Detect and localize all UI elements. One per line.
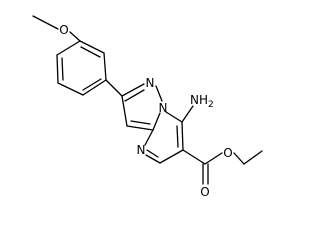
bond-c5-n4 (145, 154, 161, 164)
bond-benzene-4 (57, 82, 84, 96)
bond-c7-c6 (181, 121, 184, 151)
bond-benzene-1 (79, 40, 105, 54)
bond-c2-n1-double (124, 89, 145, 102)
bridgehead-n-label: N (159, 101, 168, 115)
bond-benzene-double-3 (61, 57, 64, 81)
bond-n1-n8 (155, 85, 163, 102)
pyrimidine-n4-label: N (137, 143, 146, 157)
bond-benzene-double-2 (82, 78, 102, 91)
bond-c3-c3a-double (130, 120, 151, 125)
bond-methyl-o (32, 15, 59, 30)
bond-n8-c7 (165, 111, 183, 123)
carbonyl-oxygen-label: O (200, 185, 209, 199)
bond-c6-c5 (159, 149, 184, 164)
bond-benzene-2 (103, 52, 107, 81)
bond-c3-c3a (126, 125, 154, 131)
bond-o-aryl (69, 31, 81, 42)
bond-benzene-3 (82, 79, 107, 96)
bond-c2-c3 (121, 95, 128, 127)
bond-o-ethyl (233, 152, 245, 165)
bond-benzene-double-1 (80, 46, 101, 58)
bond-carbonyl-o-single (204, 152, 223, 165)
pyrazole-n1-label: N (146, 76, 155, 90)
bond-n4-c3a (144, 129, 154, 146)
methoxy-oxygen-label: O (59, 23, 68, 37)
amino-label: NH2 (190, 93, 214, 110)
bond-c5-n4-double (146, 149, 159, 158)
bond-benzene-5 (56, 54, 59, 84)
bond-c3a-n8 (152, 112, 161, 131)
bond-c7-c6-double (176, 125, 179, 148)
ester-single-oxygen-label: O (223, 146, 232, 160)
atom-labels: O N N N NH2 O O (59, 23, 232, 199)
bond-c6-carbonyl (182, 149, 206, 165)
amino-subscript: 2 (208, 100, 214, 110)
bond-ethyl (243, 150, 263, 165)
chemical-structure-diagram: O N N N NH2 O O (32, 15, 263, 199)
bond-c7-amino (181, 105, 194, 123)
bond-aryl-pyrazole (105, 79, 123, 97)
amino-text: NH (190, 93, 208, 107)
bond-benzene-6 (56, 40, 81, 56)
bonds (32, 15, 263, 185)
bond-c2-n1 (121, 83, 145, 97)
